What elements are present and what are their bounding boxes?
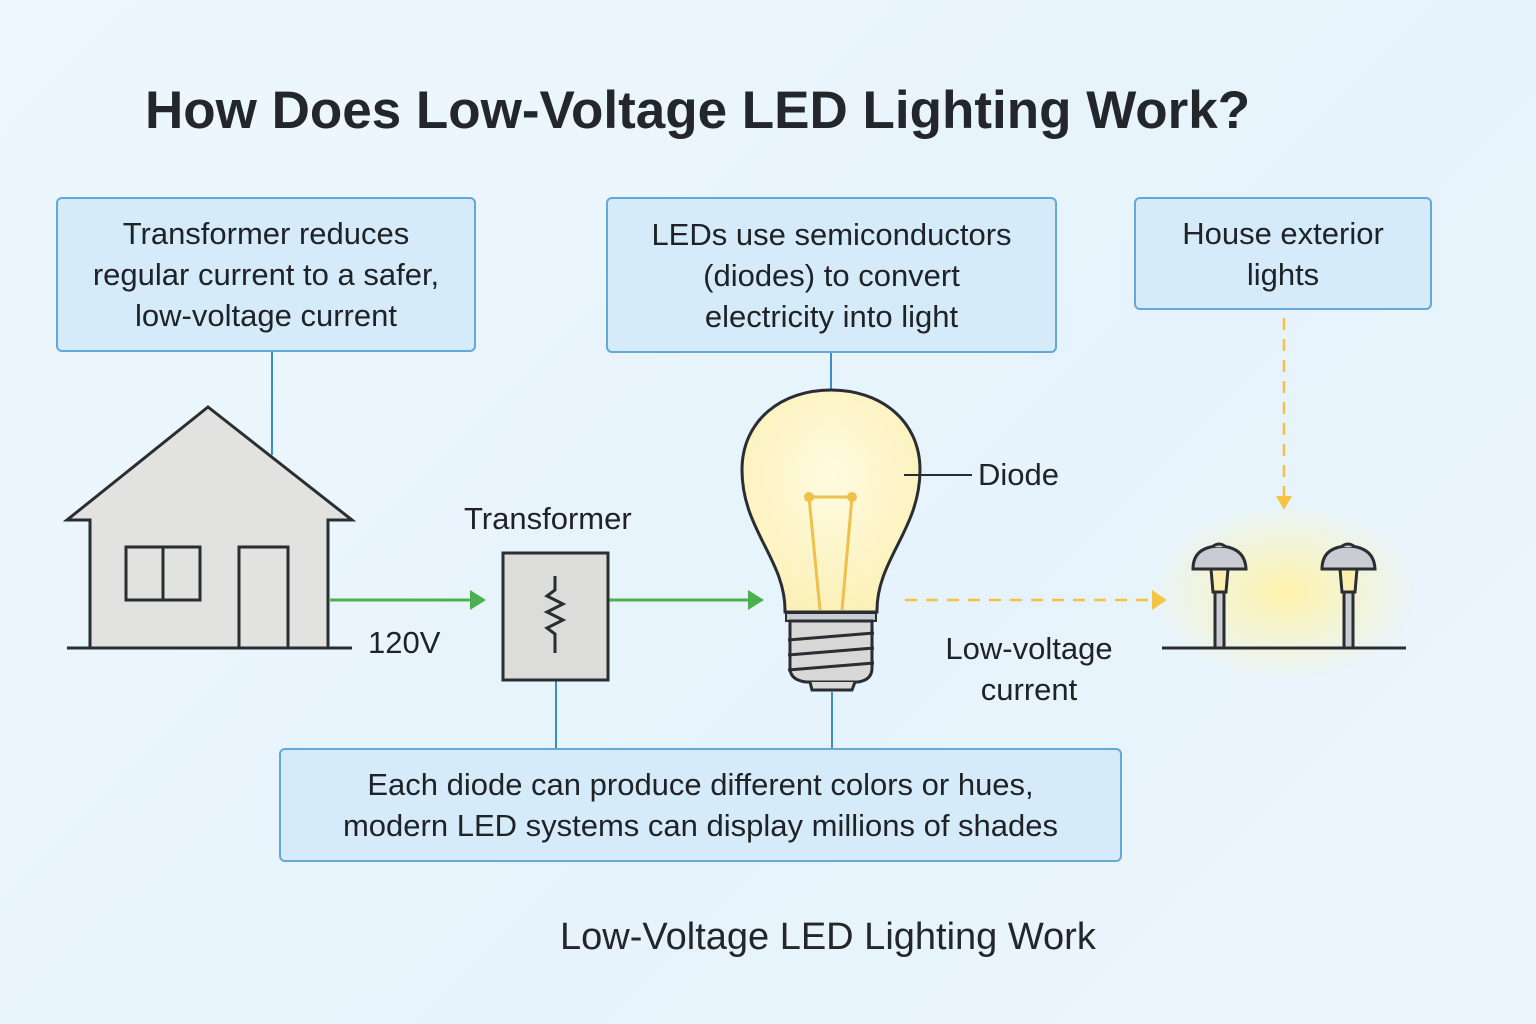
transformer-info-box: Transformer reduces regular current to a… [56, 197, 476, 352]
exterior-lights-box: House exterior lights [1134, 197, 1432, 310]
connector-lines [271, 352, 833, 748]
garden-lamp-icon [1191, 542, 1248, 650]
led-info-box: LEDs use semiconductors (diodes) to conv… [606, 197, 1057, 353]
voltage-label: 120V [368, 625, 441, 660]
light-bulb-icon [740, 388, 972, 692]
exterior-lights-icon [1150, 502, 1420, 682]
caption: Low-Voltage LED Lighting Work [560, 916, 1096, 958]
diode-label: Diode [978, 457, 1059, 492]
transformer-icon [501, 551, 610, 682]
current-arrows [330, 590, 764, 610]
page-title: How Does Low-Voltage LED Lighting Work? [145, 81, 1251, 140]
house-icon [62, 405, 357, 650]
garden-lamp-icon [1320, 542, 1377, 650]
diode-info-box: Each diode can produce different colors … [279, 748, 1122, 862]
transformer-label: Transformer [464, 501, 632, 536]
low-voltage-current-label: Low-voltage current [945, 631, 1113, 707]
